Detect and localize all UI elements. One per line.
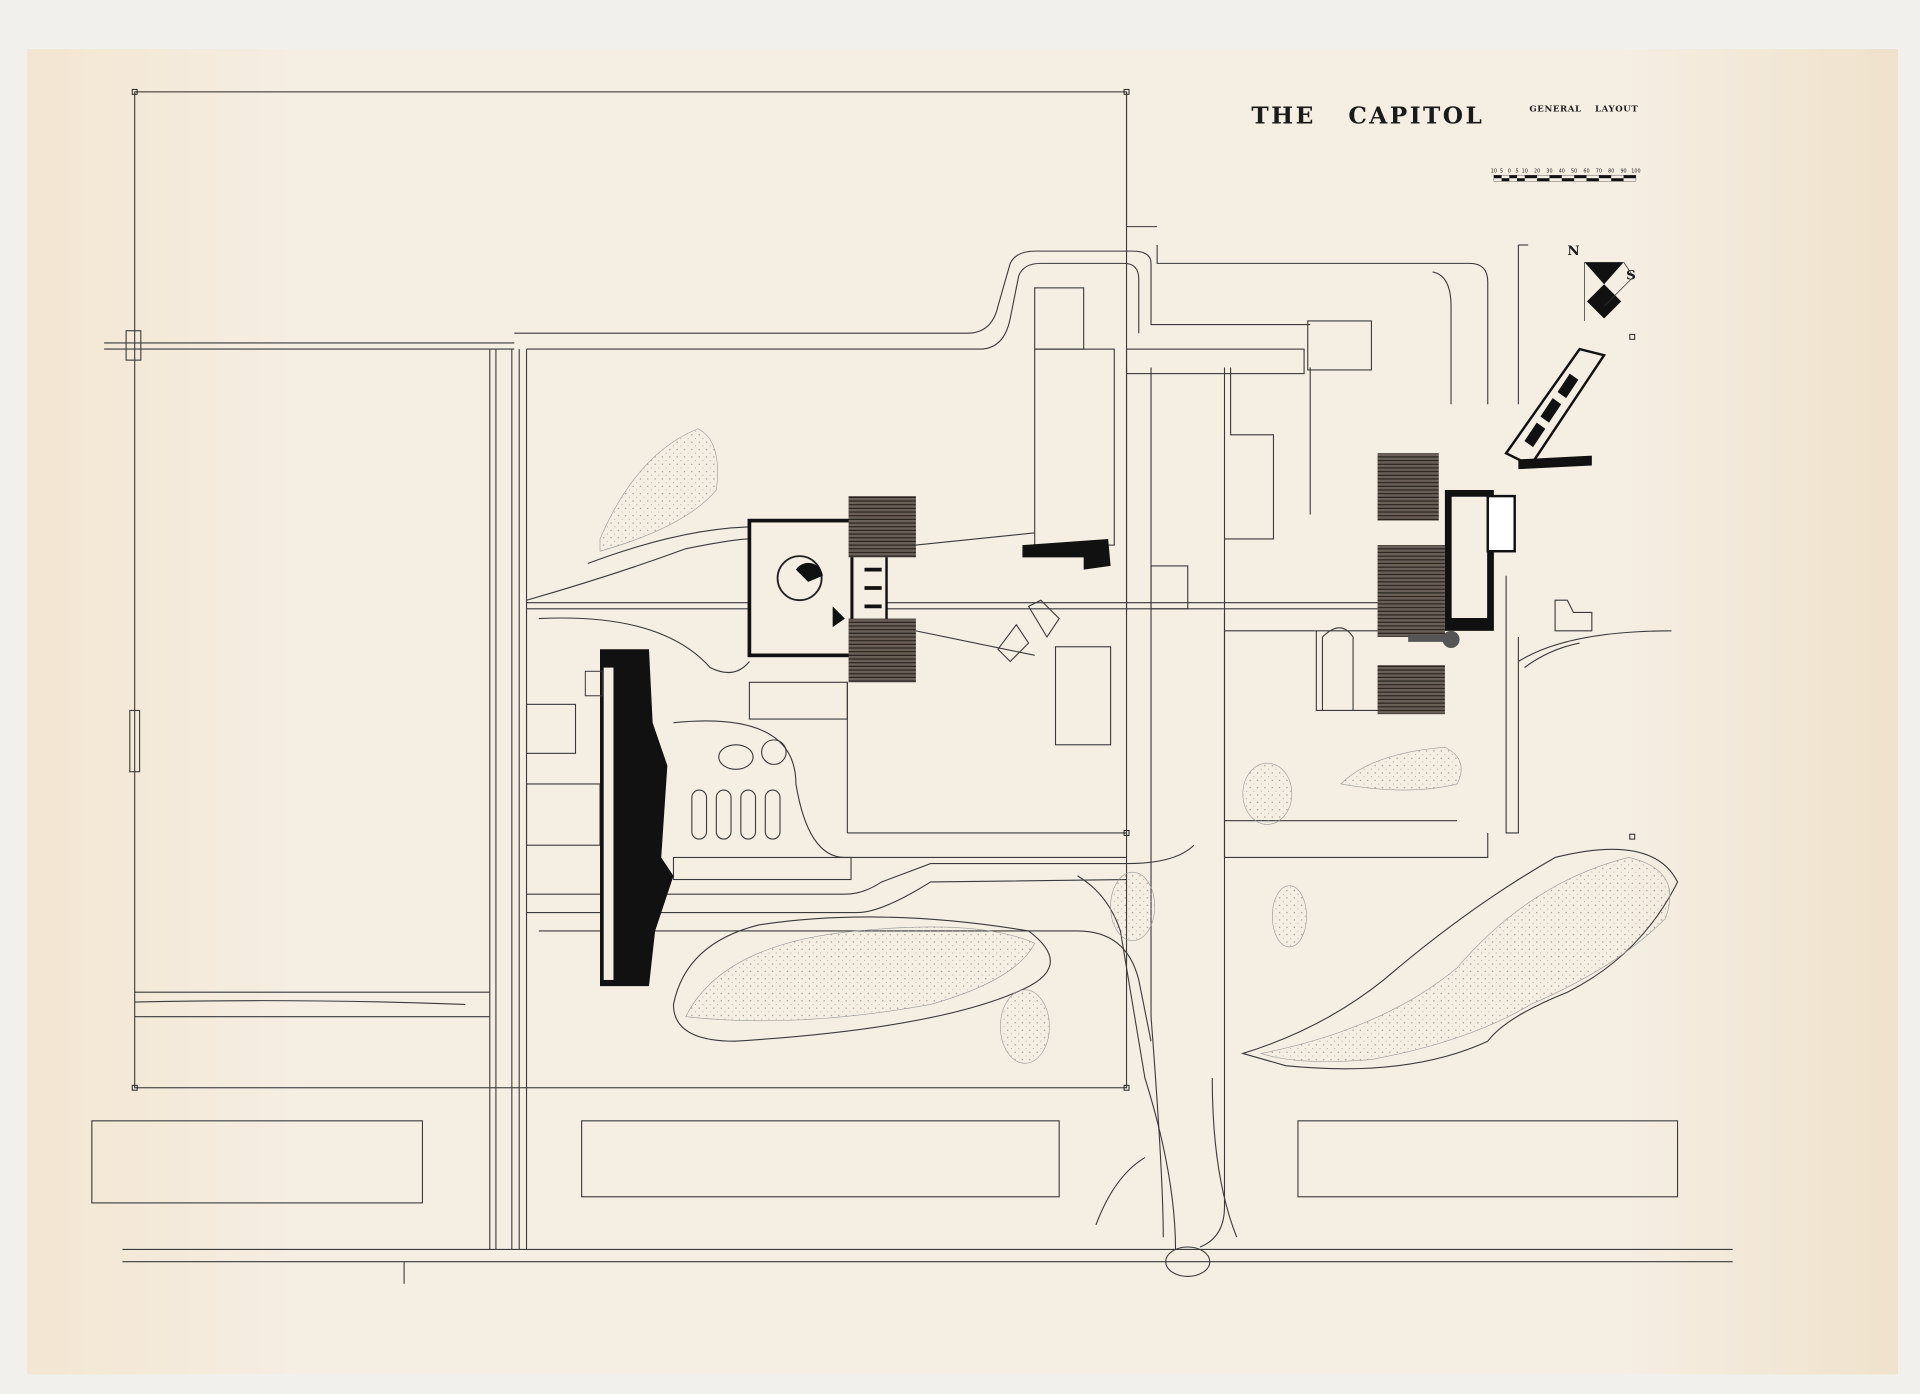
scale-label: 0 [1508,169,1511,175]
scale-segment [1598,175,1612,179]
survey-markers [131,88,1636,1091]
scale-segment [1517,178,1525,182]
scale-label: 10 [1522,169,1528,175]
north-arrow: N S [1567,243,1636,321]
scale-label: 100 [1631,169,1640,175]
scale-segment [1561,178,1575,182]
scale-segment [1549,175,1562,179]
scale-segment [1623,175,1636,179]
scale-segment [1586,178,1599,182]
scale-label: 5 [1515,169,1518,175]
scale-outline [1493,174,1637,182]
scale-segment [1574,175,1587,179]
scale-segment [1493,175,1502,179]
drawing-title: THE CAPITOL [1251,103,1484,130]
paper-sheet [26,48,1898,1375]
landscape-mounds [599,428,1671,1064]
scale-label: 60 [1583,169,1589,175]
north-label: N [1567,243,1579,259]
scale-label: 50 [1571,169,1577,175]
scale-segment [1611,178,1624,182]
scale-label: 70 [1596,169,1602,175]
scale-label: 10 [1491,169,1497,175]
secretariat-building [584,649,674,987]
linework [91,91,1733,1284]
drawing-subtitle: GENERAL LAYOUT [1529,104,1638,114]
south-label: S [1626,267,1636,283]
scale-label: 40 [1559,169,1565,175]
scale-segment [1524,175,1538,179]
scale-label: 80 [1608,169,1614,175]
assembly-building [747,496,916,683]
scale-segment [1509,175,1518,179]
scale-label: 20 [1534,169,1540,175]
scale-segment [1537,178,1550,182]
scale-segment [1501,178,1510,182]
scale-label: 30 [1546,169,1552,175]
scale-label: 90 [1620,169,1626,175]
high-court-building [1504,347,1607,470]
scale-label: 5 [1500,169,1503,175]
governors-palace-area [1022,453,1516,715]
